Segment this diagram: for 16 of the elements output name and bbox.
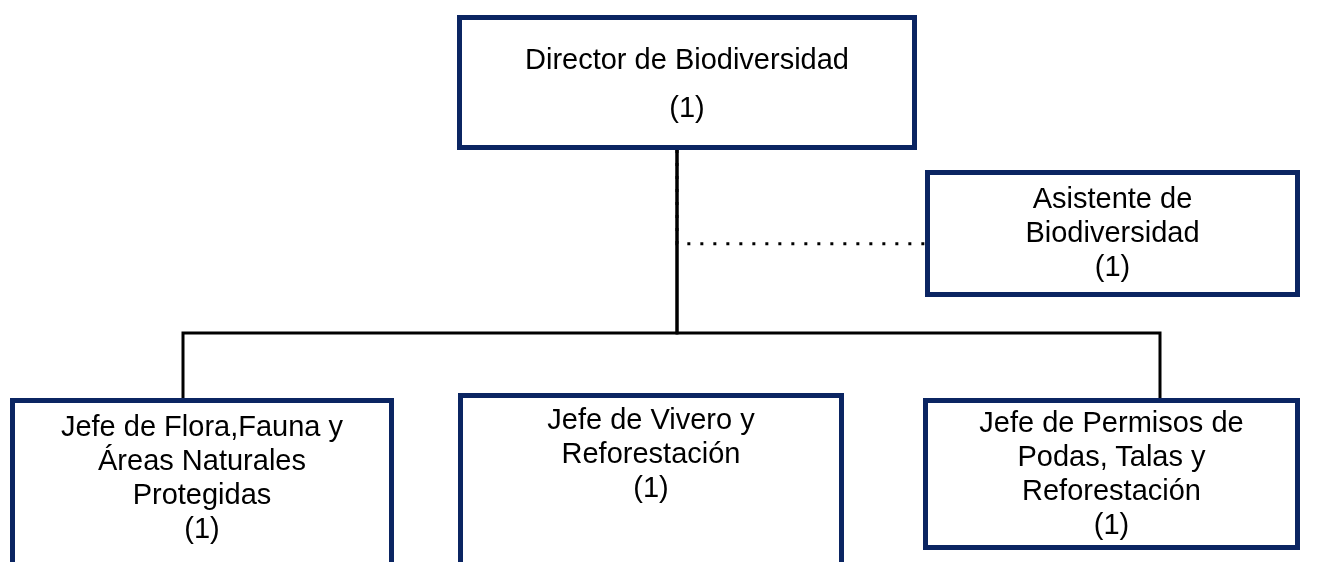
job-title: Jefe de Flora,Fauna y Áreas Naturales Protegidas <box>59 409 345 511</box>
job-title: Jefe de Permisos de Podas, Talas y Reforestación <box>978 405 1245 507</box>
job-title: Jefe de Vivero y Reforestación <box>546 402 756 470</box>
position-count: (1) <box>1094 249 1131 283</box>
connector-line <box>675 150 1162 398</box>
position-box <box>457 15 917 150</box>
job-title: Asistente de Biodiversidad <box>1024 181 1201 249</box>
position-count: (1) <box>669 90 705 124</box>
position-box <box>10 398 394 562</box>
position-box <box>458 393 844 562</box>
position-count: (1) <box>633 470 669 504</box>
job-title: Director de Biodiversidad <box>525 42 849 76</box>
position-count: (1) <box>184 511 220 545</box>
position-box <box>923 398 1300 550</box>
position-box <box>925 170 1300 297</box>
position-count: (1) <box>1093 507 1130 541</box>
